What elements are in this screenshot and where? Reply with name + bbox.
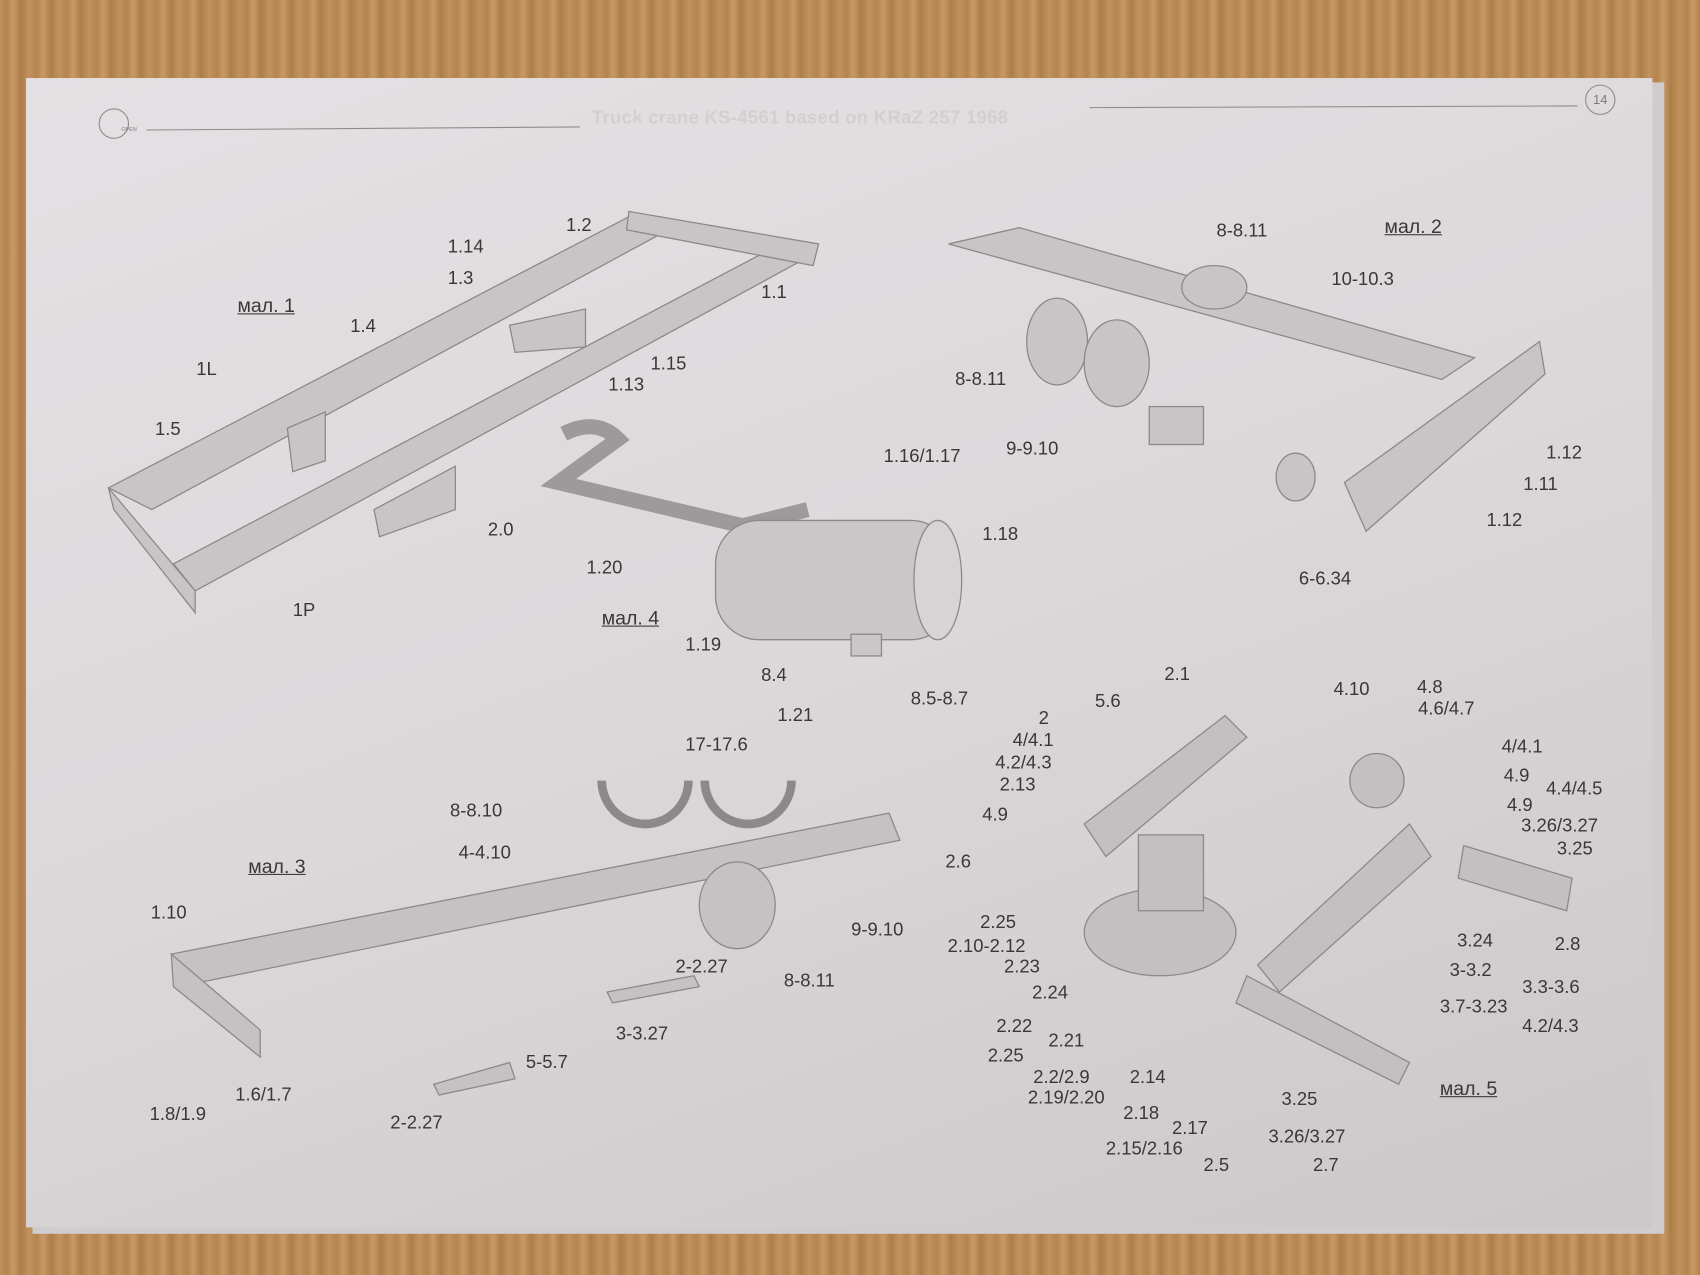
fig3-part-label: 1.8/1.9	[149, 1103, 206, 1125]
fig5-part-label: 4.10	[1333, 678, 1370, 700]
fig1-part-label: 1P	[292, 599, 316, 621]
fig5-part-label: 2.21	[1048, 1029, 1085, 1051]
fig5-part-label: 2.25	[980, 911, 1016, 933]
instruction-sheet	[26, 78, 1653, 1228]
fig5-part-label: 3.3-3.6	[1522, 976, 1580, 998]
fig1-part-label: 1L	[196, 358, 217, 380]
fig2-part-label: 8-8.11	[1216, 220, 1268, 241]
fig5-part-label: 4.9	[1507, 794, 1533, 816]
figure-3-caption: мал. 3	[248, 855, 306, 878]
fig5-part-label: 2.18	[1123, 1102, 1160, 1124]
fig5-part-label: 2.19/2.20	[1027, 1087, 1105, 1109]
fig5-part-label: 4/4.1	[1012, 729, 1054, 751]
fig1-part-label: 1.14	[447, 236, 484, 257]
fig5-part-label: 4.6/4.7	[1418, 698, 1475, 719]
logo-text: OPEN	[121, 126, 137, 134]
fig4-part-label: 1.18	[982, 523, 1019, 545]
figure-1-caption: мал. 1	[237, 294, 295, 317]
fig5-part-label: 4.2/4.3	[995, 752, 1052, 774]
fig5-part-label: 2.1	[1164, 663, 1191, 685]
fig5-part-label: 2.13	[999, 774, 1036, 795]
fig4-part-label: 1.16/1.17	[883, 445, 961, 467]
fig5-part-label: 2.5	[1203, 1154, 1230, 1176]
fig4-muffler-drawing	[540, 419, 963, 657]
fig5-part-label: 2.17	[1172, 1117, 1208, 1139]
fig5-part-label: 3.25	[1281, 1088, 1318, 1110]
fig5-part-label: 4.9	[982, 804, 1008, 826]
fig2-part-label: 1.12	[1546, 442, 1582, 463]
publisher-logo-icon	[98, 108, 130, 139]
fig4-part-label: 8.5-8.7	[910, 688, 969, 710]
fig3-part-label: 4-4.10	[458, 842, 511, 864]
fig3-chassis-drawing	[170, 780, 901, 1096]
fig5-part-label: 3.26/3.27	[1521, 815, 1599, 836]
fig4-part-label: 1.19	[685, 634, 722, 655]
fig1-part-label: 1.2	[565, 214, 592, 236]
fig1-part-label: 1.3	[447, 267, 474, 289]
fig5-part-label: 2.10-2.12	[947, 935, 1026, 957]
figure-2-caption: мал. 2	[1384, 215, 1442, 238]
fig3-part-label: 8-8.10	[449, 800, 503, 821]
fig5-part-label: 3.7-3.23	[1439, 996, 1508, 1017]
fig3-part-label: 17-17.6	[685, 734, 748, 755]
fig3-part-label: 1.6/1.7	[235, 1084, 292, 1105]
fig5-part-label: 2.23	[1003, 956, 1040, 977]
fig3-part-label: 3-3.27	[615, 1023, 669, 1045]
fig5-part-label: 2.25	[987, 1045, 1024, 1066]
fig5-part-label: 3.25	[1556, 838, 1593, 859]
fig3-part-label: 8-8.11	[783, 970, 835, 991]
fig3-part-label: 2-2.27	[675, 956, 728, 977]
fig5-part-label: 2.22	[996, 1015, 1033, 1037]
fig5-part-label: 2	[1038, 707, 1049, 729]
fig5-part-label: 3-3.2	[1449, 959, 1492, 981]
fig4-part-label: 1.20	[586, 557, 623, 578]
fig2-part-label: 6-6.34	[1298, 568, 1352, 589]
figure-4-caption: мал. 4	[601, 607, 660, 629]
fig1-part-label: 1.5	[155, 418, 181, 440]
fig1-part-label: 2.0	[487, 519, 514, 540]
fig2-part-label: 10-10.3	[1331, 268, 1394, 290]
fig2-chassis-drawing	[948, 227, 1546, 533]
fig5-part-label: 4.4/4.5	[1546, 778, 1603, 800]
fig1-frame-drawing	[106, 210, 820, 615]
figure-5-caption: мал. 5	[1439, 1077, 1498, 1100]
fig5-part-label: 4.9	[1503, 765, 1530, 787]
page-title: Truck crane KS-4561 based on KRaZ 257 19…	[591, 107, 1009, 128]
fig4-part-label: 8.4	[761, 664, 787, 686]
fig1-part-label: 1.13	[608, 374, 645, 395]
fig1-part-label: 1.1	[761, 281, 787, 303]
fig3-part-label: 2-2.27	[390, 1112, 443, 1133]
fig5-part-label: 4.8	[1417, 676, 1443, 698]
page-number: 14	[1585, 84, 1616, 115]
fig5-part-label: 5.6	[1095, 690, 1121, 712]
fig4-part-label: 1.21	[777, 704, 814, 726]
fig1-part-label: 1.4	[350, 315, 376, 337]
fig5-part-label: 3.26/3.27	[1268, 1126, 1346, 1148]
fig3-part-label: 9-9.10	[851, 919, 904, 941]
fig5-turntable-drawing	[1083, 714, 1573, 1086]
fig5-part-label: 3.24	[1457, 930, 1494, 951]
fig1-part-label: 1.15	[650, 353, 687, 375]
fig5-part-label: 4.2/4.3	[1522, 1015, 1579, 1037]
fig5-part-label: 4/4.1	[1501, 736, 1543, 757]
fig3-part-label: 1.10	[150, 902, 187, 923]
fig5-part-label: 2.2/2.9	[1033, 1066, 1090, 1088]
fig5-part-label: 2.8	[1554, 933, 1581, 955]
fig5-part-label: 2.15/2.16	[1105, 1138, 1183, 1160]
fig5-part-label: 2.6	[945, 851, 972, 872]
fig2-part-label: 9-9.10	[1006, 438, 1059, 459]
fig5-part-label: 2.24	[1032, 982, 1069, 1003]
fig2-part-label: 1.12	[1486, 509, 1523, 531]
fig5-part-label: 2.14	[1129, 1066, 1166, 1088]
fig2-part-label: 1.11	[1523, 473, 1558, 495]
fig2-part-label: 8-8.11	[955, 368, 1007, 390]
fig5-part-label: 2.7	[1312, 1154, 1339, 1176]
fig3-part-label: 5-5.7	[525, 1051, 568, 1073]
